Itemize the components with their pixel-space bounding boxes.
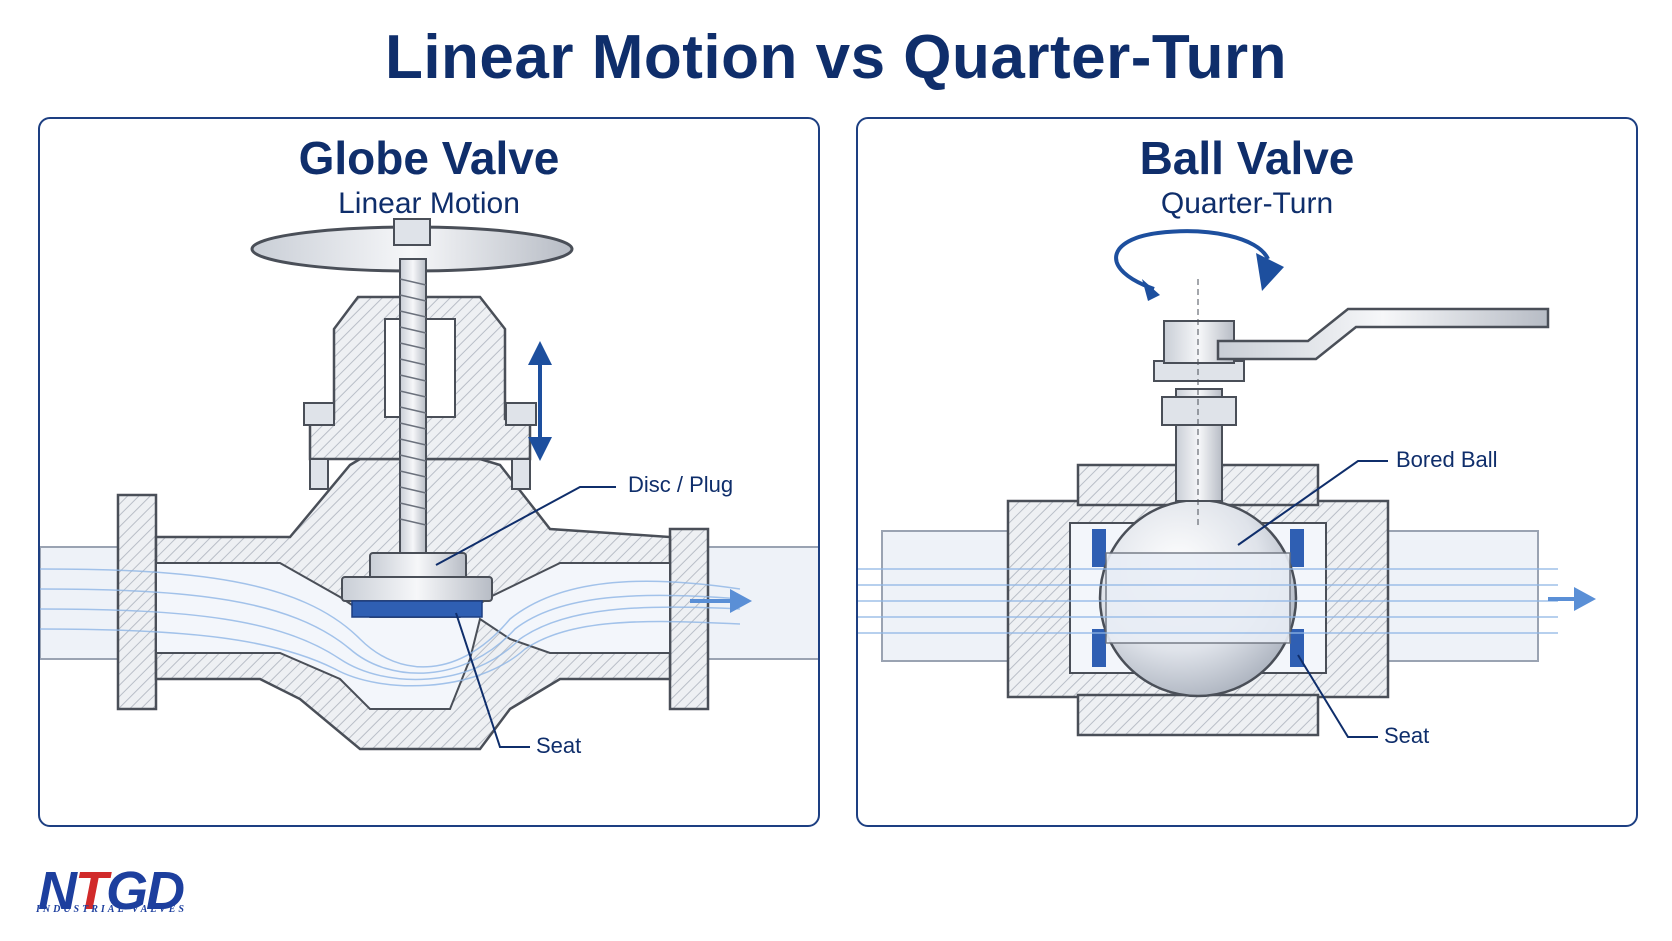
globe-flow-arrow-head bbox=[730, 589, 752, 613]
ball-valve-title: Ball Valve bbox=[1139, 132, 1355, 184]
ball-inlet-pipe bbox=[881, 530, 1013, 662]
globe-stem-threads bbox=[399, 278, 427, 526]
ball-seat-left-bottom bbox=[1092, 629, 1106, 667]
ball-bored-ball-leader bbox=[1237, 460, 1388, 546]
globe-disc-plug-base bbox=[341, 576, 493, 602]
brand-logo: NTGD bbox=[38, 860, 185, 922]
ball-flow-lines bbox=[858, 568, 1558, 634]
globe-valve-panel: Globe Valve Linear Motion bbox=[38, 117, 820, 827]
ball-packing-gland bbox=[1161, 396, 1237, 426]
globe-left-flange bbox=[116, 493, 158, 711]
ball-seat-left-top bbox=[1092, 529, 1106, 567]
globe-valve-subtitle: Linear Motion bbox=[338, 187, 520, 220]
ball-outlet-pipe bbox=[1387, 530, 1539, 662]
ball-seat-callout: Seat bbox=[1384, 723, 1430, 748]
ball-flow-arrow-head bbox=[1574, 587, 1596, 611]
globe-disc-callout: Disc / Plug bbox=[628, 472, 734, 497]
globe-handwheel-nut bbox=[393, 218, 431, 246]
globe-linear-arrow-down bbox=[528, 437, 552, 461]
ball-quarter-turn-arrowhead-right bbox=[1256, 253, 1284, 291]
logo-letter-d: D bbox=[146, 861, 185, 921]
globe-outlet-pipe bbox=[699, 546, 818, 660]
ball-seat-leader bbox=[1297, 654, 1378, 738]
globe-seat-callout: Seat bbox=[536, 733, 582, 758]
ball-quarter-turn-arrowhead-left bbox=[1142, 279, 1160, 301]
ball-seat-right-top bbox=[1290, 529, 1304, 567]
ball-valve-subtitle: Quarter-Turn bbox=[1160, 187, 1334, 220]
ball-lever-handle bbox=[1216, 307, 1550, 361]
ball-valve-panel: Ball Valve Quarter-Turn bbox=[856, 117, 1638, 827]
ball-bore bbox=[1105, 552, 1291, 644]
globe-linear-arrow-up bbox=[528, 341, 552, 365]
ball-body-bottom-cap bbox=[1076, 693, 1320, 737]
logo-letter-g: G bbox=[106, 861, 148, 921]
globe-seat-leader bbox=[455, 612, 530, 748]
page-title: Linear Motion vs Quarter-Turn bbox=[384, 23, 1288, 92]
logo-letter-n: N bbox=[38, 861, 77, 921]
ball-bored-ball-callout: Bored Ball bbox=[1396, 447, 1498, 472]
globe-disc-leader bbox=[435, 486, 616, 566]
logo-letter-t: T bbox=[75, 861, 108, 921]
globe-right-flange bbox=[668, 527, 710, 711]
ball-valve-illustration bbox=[858, 229, 1596, 738]
globe-valve-title: Globe Valve bbox=[298, 132, 560, 184]
globe-valve-stem bbox=[399, 258, 427, 560]
ball-quarter-turn-arrow bbox=[1114, 229, 1270, 291]
logo-tagline: INDUSTRIAL VALVES bbox=[36, 904, 187, 915]
globe-seat bbox=[351, 600, 483, 618]
globe-flow-lines bbox=[40, 568, 741, 687]
globe-valve-illustration bbox=[40, 218, 818, 751]
globe-bonnet-bolts bbox=[303, 402, 537, 490]
